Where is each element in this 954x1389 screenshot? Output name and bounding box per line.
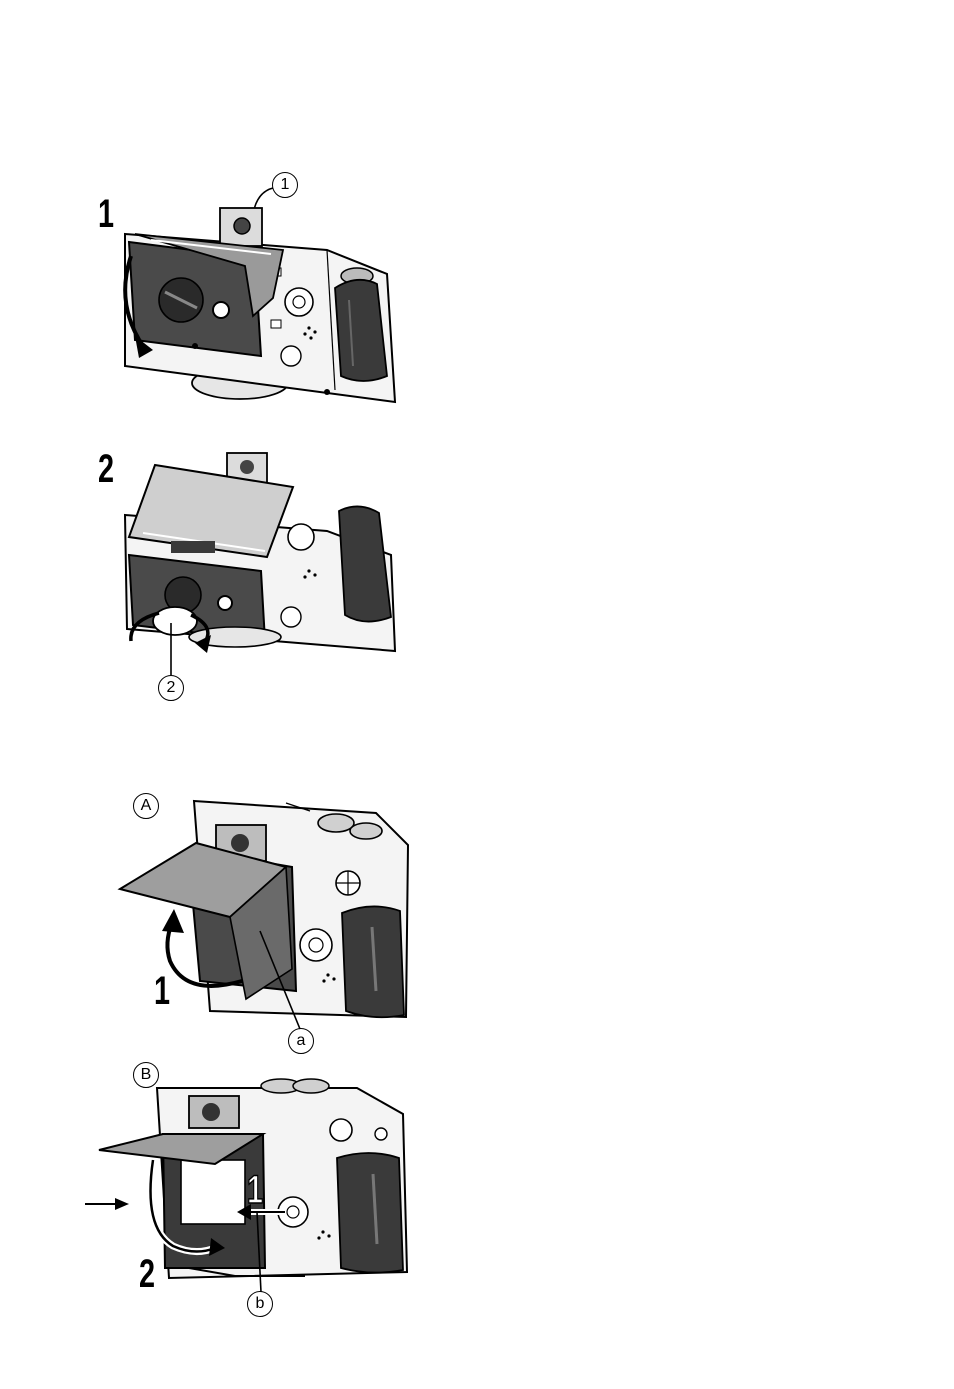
figure-b-fold-lcd-hood: B 1 2 b	[85, 1062, 415, 1324]
camera-illustration	[95, 170, 405, 415]
callout-marker: 1	[272, 172, 298, 198]
callout-marker: b	[247, 1291, 273, 1317]
step-number: 1	[154, 971, 170, 1011]
callout-marker: 2	[158, 675, 184, 701]
callout-marker: a	[288, 1028, 314, 1054]
camera-illustration	[110, 785, 420, 1060]
camera-illustration	[95, 445, 405, 715]
panel-label: B	[133, 1062, 159, 1088]
figure-2-turn-lock-knob: 2 2	[95, 445, 405, 715]
step-number: 2	[139, 1254, 155, 1294]
panel-label: A	[133, 793, 159, 819]
figure-1-open-battery-door: 1 1	[95, 170, 405, 415]
step-number: 1	[98, 194, 114, 234]
step-number: 1	[247, 1170, 263, 1210]
step-number: 2	[98, 449, 114, 489]
figure-a-raise-lcd-hood: A 1 a	[110, 785, 420, 1060]
